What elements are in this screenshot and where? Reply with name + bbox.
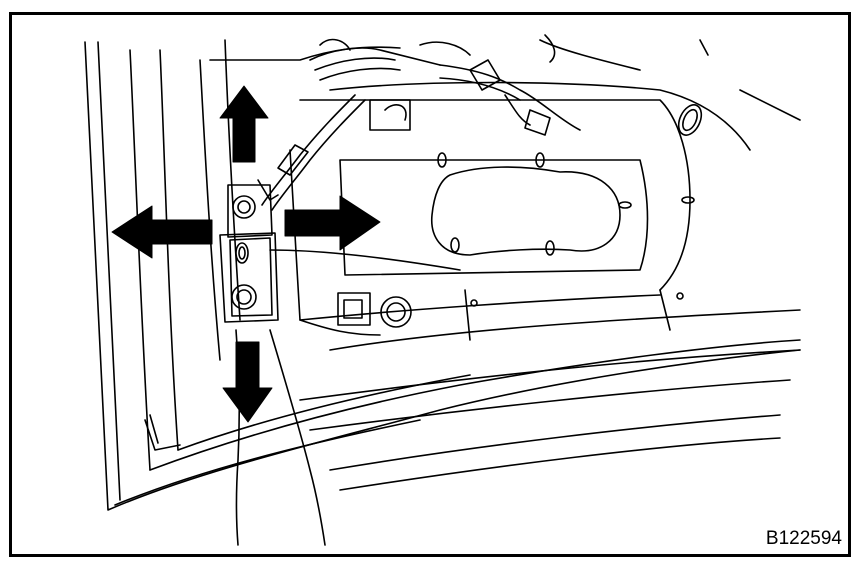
arrow-down-icon <box>222 341 273 423</box>
lower-bolt <box>231 284 257 310</box>
hinge-bolts <box>231 195 257 310</box>
trunk-lid-outer-panel <box>84 41 801 511</box>
upper-bolt <box>232 195 256 219</box>
wire-harness <box>261 34 581 211</box>
arrow-right-icon <box>284 195 381 251</box>
arrow-up-icon <box>219 85 269 163</box>
figure-code: B122594 <box>765 528 842 549</box>
inner-lid-frame <box>199 39 801 491</box>
arrow-left-icon <box>111 205 213 259</box>
slot-hole <box>235 242 249 264</box>
direction-arrows <box>111 85 381 423</box>
